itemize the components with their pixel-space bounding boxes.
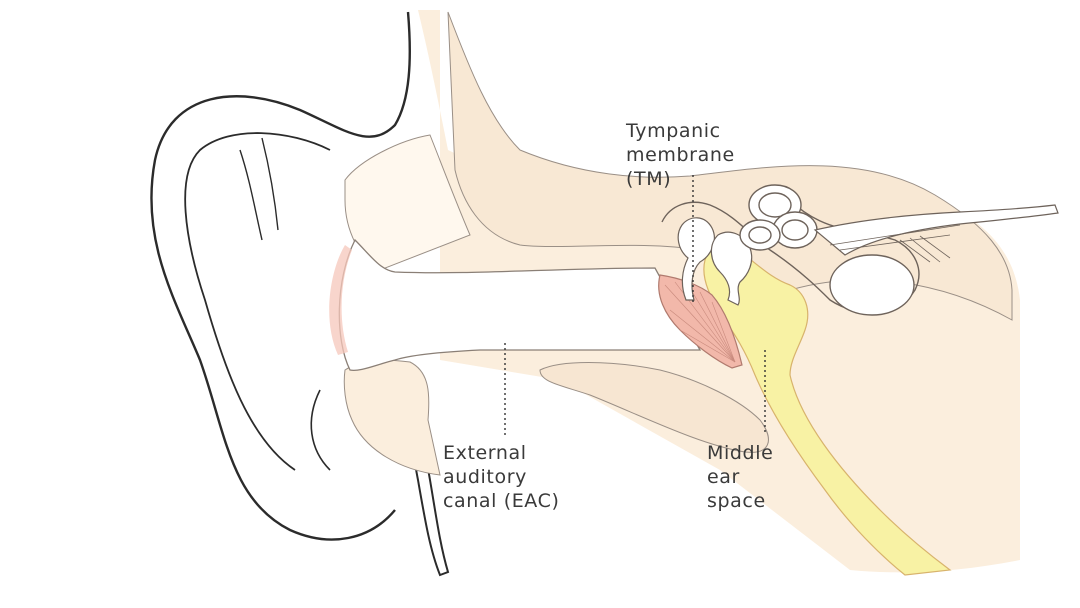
lower-tissue (343, 359, 441, 476)
pinna-antihelix (239, 149, 263, 241)
canal-entrance-tint (329, 245, 352, 355)
cochlea (829, 254, 915, 316)
concha-skin (344, 134, 471, 271)
pinna-lobe-fold (310, 389, 331, 471)
label-middle-ear-space: Middle ear space (707, 441, 773, 513)
label-eac-line-1: External (443, 442, 527, 464)
label-tympanic-membrane-line-1: Tympanic (626, 120, 721, 142)
label-tympanic-membrane: Tympanic membrane (TM) (626, 119, 735, 191)
label-mes-line-2: ear (707, 466, 740, 488)
semicircular-canals (739, 184, 818, 251)
label-tympanic-membrane-line-2: membrane (626, 144, 735, 166)
auditory-nerve (813, 204, 1059, 256)
label-mes-line-1: Middle (707, 442, 774, 464)
label-eac-line-3: canal (EAC) (443, 490, 560, 512)
label-tympanic-membrane-line-3: (TM) (626, 168, 672, 190)
label-eac-line-2: auditory (443, 466, 527, 488)
external-auditory-canal (338, 238, 702, 371)
tympanic-membrane-striations (664, 281, 736, 363)
lower-bone (539, 362, 769, 453)
ossicle-malleus (677, 217, 715, 301)
pinna-inner-helix (184, 132, 331, 471)
pinna-outline (150, 11, 411, 541)
pinna-antihelix-2 (261, 137, 279, 231)
label-external-auditory-canal: External auditory canal (EAC) (443, 441, 559, 513)
tympanic-membrane-shape (658, 274, 743, 369)
eustachian-tube (703, 244, 952, 576)
nerve-fibers (829, 224, 961, 263)
label-mes-line-3: space (707, 490, 766, 512)
